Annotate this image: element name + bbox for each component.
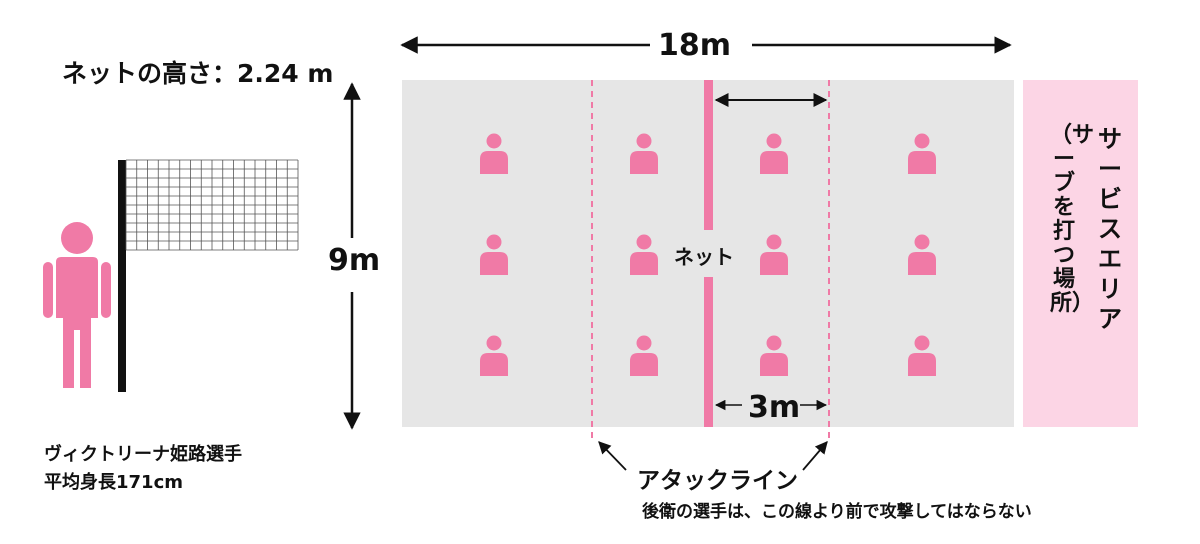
net-line-top: [704, 80, 713, 230]
attack-zone-label: 3m: [748, 390, 801, 425]
net-height-label: ネットの高さ：2.24 m: [62, 59, 334, 88]
athlete-height: 平均身長171cm: [44, 472, 183, 493]
athlete-name: ヴィクトリーナ姫路選手: [44, 444, 242, 465]
net-icon: [118, 159, 299, 392]
athlete-figure: [43, 222, 111, 388]
court-length-label: 18m: [658, 28, 732, 63]
attack-line-pointer-right: [802, 441, 828, 471]
net-label: ネット: [674, 245, 734, 269]
service-area-title: サービスエリア: [1098, 125, 1122, 333]
attack-line-label: アタックライン: [637, 468, 798, 494]
service-area: [1023, 80, 1138, 427]
court-width-label: 9m: [328, 243, 381, 278]
net-line-bottom: [704, 277, 713, 427]
attack-line-pointer-left: [598, 441, 627, 471]
service-area-subtitle: （サーブを打つ場所）: [1050, 123, 1095, 316]
attack-line-note: 後衛の選手は、この線より前で攻撃してはならない: [642, 502, 1032, 522]
